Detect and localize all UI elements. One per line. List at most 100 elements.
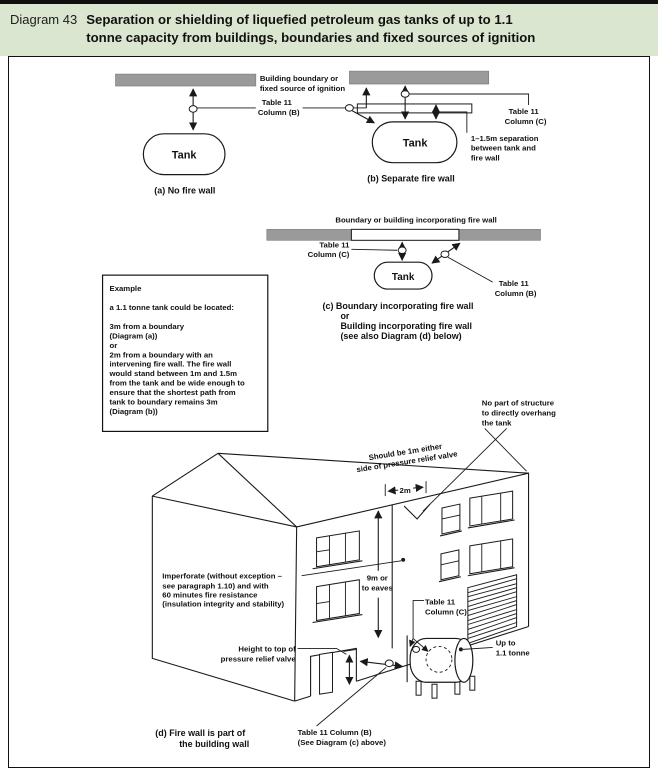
dimension-2m: 2m — [384, 481, 427, 497]
garage-slats — [467, 578, 517, 639]
example-title: Example — [110, 284, 143, 293]
window-panes — [481, 493, 502, 524]
dim-arrow-right — [413, 483, 424, 492]
tank-gap-dimension: Table 11 Column (B) (See Diagram (c) abo… — [298, 658, 403, 747]
tank-b-label: Tank — [403, 138, 429, 150]
dimension-break-circle-b — [400, 90, 410, 98]
no-overhang-line2: to directly overhang — [482, 408, 556, 417]
path-arrow-diagonal — [352, 110, 376, 124]
window-upper-left — [312, 530, 363, 570]
tank-table-c-note: Table 11 Column (C) — [409, 598, 467, 653]
table11-b-label-line1: Table 11 — [262, 98, 293, 107]
window-frame — [441, 503, 461, 535]
tank-b — [371, 121, 458, 164]
tank-capacity-note: Up to 1.1 tonne — [458, 638, 530, 657]
fire-wall-section-c — [350, 228, 460, 241]
example-line: tank to boundary remains 3m — [110, 398, 218, 407]
example-box: Example a 1.1 tonne tank could be locate… — [101, 274, 269, 433]
example-line: would stand between 1m and 1.5m — [109, 369, 238, 378]
tank-end-cap — [454, 637, 474, 683]
diagram-title: Separation or shielding of liquefied pet… — [86, 11, 535, 47]
imperforate-line4: (insulation integrity and stability) — [162, 600, 284, 609]
table11-b-label-line2: Column (B) — [495, 289, 537, 298]
example-box-border — [101, 274, 269, 433]
window-wide-upper-right — [467, 490, 515, 529]
tank-leg — [469, 675, 476, 691]
dimension-break-circle-a — [188, 105, 198, 113]
table11-b-label-line1: Table 11 — [499, 279, 530, 288]
no-overhang-note: No part of structure to directly overhan… — [422, 399, 556, 512]
section-d-house: Should be 1m either side of pressure rel… — [151, 399, 556, 749]
boundary-label-line1: Building boundary or — [260, 74, 338, 83]
table11-c-label-line1: Table 11 — [319, 240, 350, 249]
leader-line — [484, 428, 527, 472]
example-line: (Diagram (a)) — [110, 331, 158, 340]
example-line: (Diagram (b)) — [110, 407, 159, 416]
window-panes — [316, 532, 346, 565]
example-line: intervening fire wall. The fire wall — [110, 360, 232, 369]
tank-leg — [415, 680, 422, 696]
leader-line — [437, 111, 468, 133]
leader-dot — [458, 647, 463, 652]
house-gable-wall — [151, 495, 297, 702]
leader-line — [301, 560, 402, 577]
section-b-separate-fire-wall: Table 11 Column (C) 1–1.5m separation be… — [344, 70, 547, 184]
caption-a: (a) No fire wall — [154, 186, 215, 196]
table11-b-label-line1: Table 11 Column (B) — [298, 728, 372, 737]
leader-line — [351, 248, 398, 251]
boundary-bar-b — [349, 70, 490, 85]
example-line: 2m from a boundary with an — [110, 350, 214, 359]
lpg-tank — [406, 635, 476, 699]
separation-label-line2: between tank and — [471, 144, 536, 153]
window-panes — [481, 540, 502, 572]
garage-door — [467, 574, 518, 645]
leader-line — [409, 93, 530, 105]
dim-2m-label: 2m — [400, 486, 411, 495]
roof-note: Should be 1m either side of pressure rel… — [356, 442, 459, 474]
window-sill — [467, 567, 515, 577]
path-break-circle — [344, 104, 354, 112]
example-line: a 1.1 tonne tank could be located: — [110, 303, 234, 312]
table11-b-label-line2: (See Diagram (c) above) — [298, 738, 387, 747]
leader-line — [447, 256, 493, 283]
dim-9m-line1: 9m or — [367, 574, 388, 583]
table11-c-label-line2: Column (C) — [505, 117, 547, 126]
height-valve-note: Height to top of pressure relief valve — [221, 644, 357, 686]
tank-a — [142, 133, 226, 176]
no-overhang-line3: the tank — [482, 418, 512, 427]
window-frame — [469, 490, 514, 527]
caption-b: (b) Separate fire wall — [367, 174, 454, 184]
leader-line — [412, 600, 425, 639]
tank-c — [373, 261, 433, 290]
window-frame — [316, 530, 360, 568]
window-sill — [312, 614, 363, 624]
house-front-wall — [294, 472, 530, 702]
caption-d-line2: the building wall — [179, 739, 249, 749]
table11-b-label-line2: Column (B) — [258, 108, 300, 117]
caption-c-line2: or — [340, 311, 349, 321]
leader-arrow — [409, 638, 416, 648]
tank-a-label: Tank — [172, 150, 198, 162]
example-line: ensure that the shortest path from — [110, 388, 236, 397]
section-a-no-fire-wall: Building boundary or fixed source of ign… — [115, 73, 346, 196]
caption-c-line3: Building incorporating fire wall — [340, 321, 472, 331]
table11-c-label-line2: Column (C) — [425, 608, 467, 617]
caption-d-line1: (d) Fire wall is part of — [155, 728, 245, 738]
window-frame — [440, 549, 460, 581]
leader-line — [462, 646, 493, 650]
separation-label-line3: fire wall — [471, 154, 500, 163]
window-sill — [312, 560, 363, 570]
window-sill — [438, 576, 461, 583]
leader-line — [316, 666, 387, 727]
example-line: from the tank and be wide enough to — [110, 379, 245, 388]
boundary-label-line2: fixed source of ignition — [260, 84, 346, 93]
diagram-header: Diagram 43 Separation or shielding of li… — [0, 0, 658, 56]
fire-wall-notch — [403, 503, 431, 520]
dimension-break-circle — [440, 250, 450, 259]
recess-pillar — [319, 651, 333, 695]
leader-dot — [401, 557, 406, 562]
diagram-content-box: Building boundary or fixed source of ign… — [8, 56, 650, 768]
dim-arrow-left — [387, 486, 399, 495]
diagram-title-line2: tonne capacity from buildings, boundarie… — [86, 29, 536, 45]
boundary-bar-a — [115, 73, 257, 87]
